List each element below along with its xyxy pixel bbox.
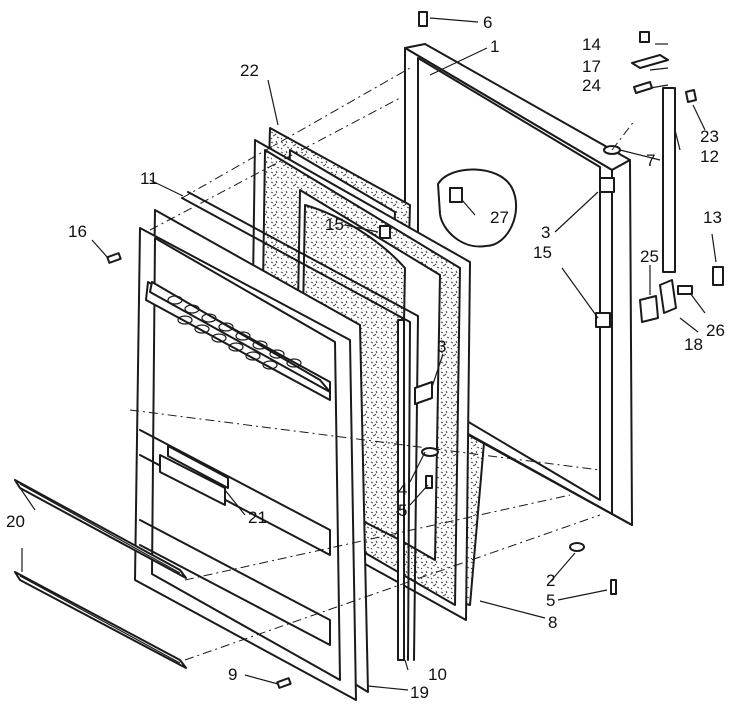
- callout-1: 1: [490, 37, 499, 56]
- callout-9: 9: [228, 665, 237, 684]
- callout-15-a: 15: [325, 215, 344, 234]
- callout-8: 8: [548, 613, 557, 632]
- callout-16: 16: [68, 222, 87, 241]
- leader-lines: [15, 17, 717, 691]
- callout-3-b: 3: [437, 337, 446, 356]
- callout-18: 18: [684, 335, 703, 354]
- callout-10: 10: [428, 665, 447, 684]
- callout-23: 23: [700, 127, 719, 146]
- callout-26: 26: [706, 321, 725, 340]
- callout-11: 11: [140, 169, 158, 188]
- callout-19: 19: [410, 683, 429, 702]
- callout-17: 17: [582, 57, 601, 76]
- callout-3-a: 3: [541, 223, 550, 242]
- callout-labels: 6 1 14 17 24 23 12 7 22 11 27 15 16 3 15…: [6, 13, 725, 702]
- callout-27: 27: [490, 208, 509, 227]
- callout-2: 2: [546, 571, 555, 590]
- callout-21: 21: [248, 508, 267, 527]
- breaker-strip: [181, 191, 419, 661]
- inner-door-liner: [134, 209, 369, 701]
- hardware-parts: [106, 11, 621, 689]
- callout-14: 14: [582, 35, 601, 54]
- hinge-assembly: [631, 31, 724, 323]
- callout-25: 25: [640, 247, 659, 266]
- alignment-lines: [129, 67, 636, 661]
- callout-13: 13: [703, 208, 722, 227]
- callout-7: 7: [646, 151, 655, 170]
- callout-22: 22: [240, 61, 259, 80]
- shelf-retainer-bars: [14, 479, 187, 669]
- callout-12: 12: [700, 147, 719, 166]
- callout-5-a: 5: [398, 501, 407, 520]
- callout-5-b: 5: [546, 591, 555, 610]
- callout-24: 24: [582, 76, 601, 95]
- callout-20: 20: [6, 512, 25, 531]
- callout-4: 4: [398, 480, 407, 499]
- callout-6: 6: [483, 13, 492, 32]
- callout-15-b: 15: [533, 243, 552, 262]
